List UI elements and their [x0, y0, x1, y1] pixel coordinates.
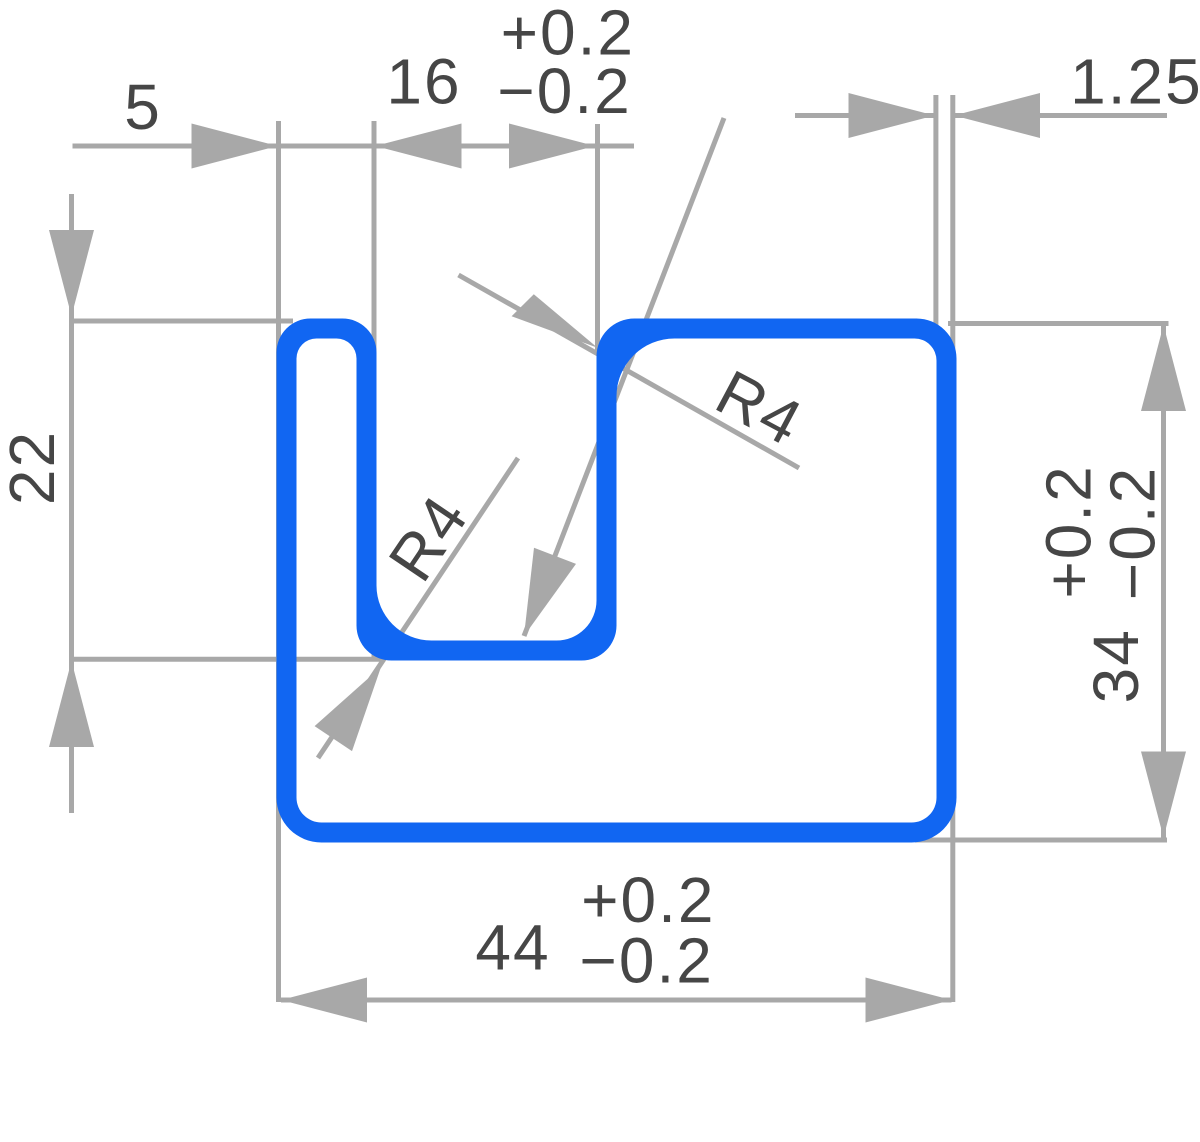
- svg-text:1.25: 1.25: [1070, 46, 1200, 118]
- svg-text:+0.2: +0.2: [581, 864, 715, 936]
- svg-text:16: 16: [386, 46, 461, 118]
- svg-text:−0.2: −0.2: [580, 925, 714, 997]
- svg-text:44: 44: [475, 912, 550, 984]
- svg-text:+0.2: +0.2: [1033, 464, 1105, 598]
- svg-text:22: 22: [0, 430, 68, 505]
- svg-text:+0.2: +0.2: [501, 0, 635, 69]
- svg-text:5: 5: [124, 71, 162, 143]
- svg-text:−0.2: −0.2: [1097, 466, 1169, 600]
- svg-text:34: 34: [1080, 628, 1152, 703]
- svg-text:−0.2: −0.2: [497, 55, 631, 127]
